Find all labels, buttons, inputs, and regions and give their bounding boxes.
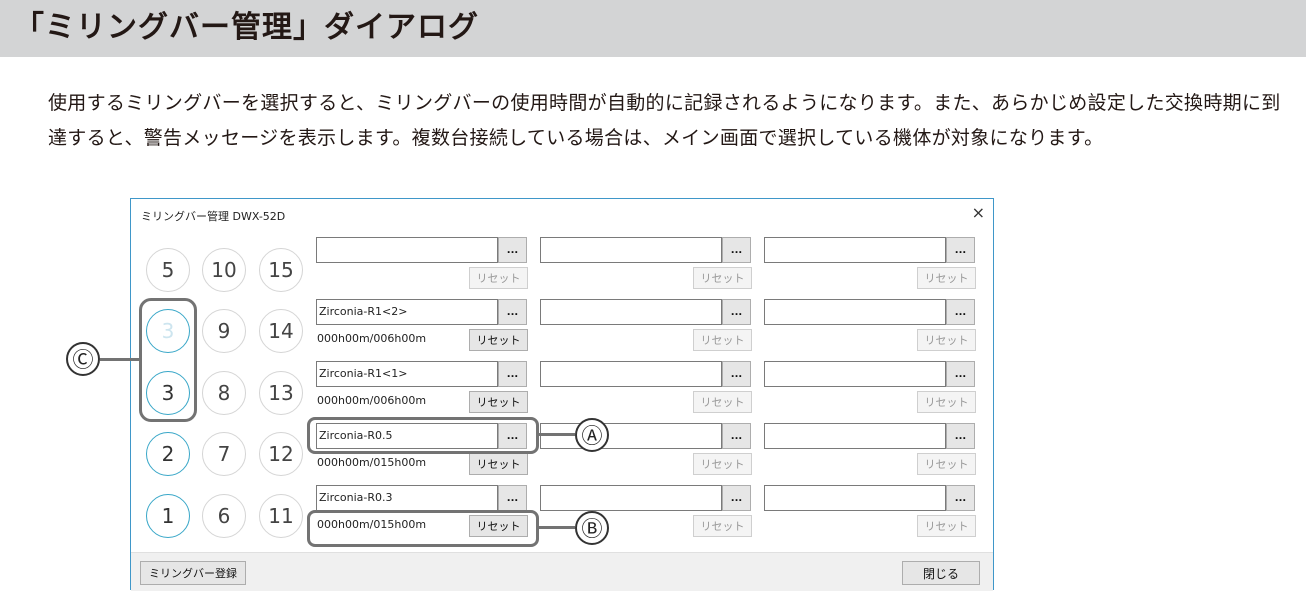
slot-circle[interactable]: 11: [259, 494, 303, 538]
browse-button[interactable]: ...: [498, 237, 527, 263]
close-icon[interactable]: ×: [971, 203, 985, 222]
dialog-footer: ミリングバー登録 閉じる: [131, 552, 993, 591]
browse-button[interactable]: ...: [722, 299, 751, 325]
browse-button[interactable]: ...: [498, 485, 527, 511]
milling-bar-name-field[interactable]: Zirconia-R1<1>: [316, 361, 498, 387]
slot-circle[interactable]: 8: [202, 371, 246, 415]
usage-time-text: 000h00m/015h00m: [317, 518, 427, 531]
reset-button[interactable]: リセット: [917, 453, 976, 475]
reset-button[interactable]: リセット: [917, 515, 976, 537]
browse-button[interactable]: ...: [946, 299, 975, 325]
browse-button[interactable]: ...: [498, 361, 527, 387]
milling-bar-name-field[interactable]: [316, 237, 498, 263]
slot-circle[interactable]: 10: [202, 248, 246, 292]
reset-button[interactable]: リセット: [469, 453, 528, 475]
browse-button[interactable]: ...: [722, 237, 751, 263]
reset-button[interactable]: リセット: [917, 267, 976, 289]
browse-button[interactable]: ...: [722, 423, 751, 449]
browse-button[interactable]: ...: [498, 423, 527, 449]
browse-button[interactable]: ...: [722, 485, 751, 511]
browse-button[interactable]: ...: [722, 361, 751, 387]
milling-bar-name-field[interactable]: [540, 423, 722, 449]
section-heading-bar: 「ミリングバー管理」ダイアログ: [0, 0, 1306, 57]
slot-circle[interactable]: 13: [259, 371, 303, 415]
milling-bar-name-field[interactable]: [540, 361, 722, 387]
description-text: 使用するミリングバーを選択すると、ミリングバーの使用時間が自動的に記録されるよう…: [48, 92, 1281, 149]
section-heading: 「ミリングバー管理」ダイアログ: [14, 10, 479, 45]
milling-bar-name-field[interactable]: [540, 237, 722, 263]
reset-button[interactable]: リセット: [469, 329, 528, 351]
milling-bar-name-field[interactable]: [764, 361, 946, 387]
callout-c-label: Ⓒ: [66, 342, 100, 376]
slot-circle[interactable]: 9: [202, 309, 246, 353]
callout-b-label: Ⓑ: [575, 511, 609, 545]
browse-button[interactable]: ...: [946, 423, 975, 449]
slot-circle[interactable]: 7: [202, 432, 246, 476]
usage-time-text: 000h00m/015h00m: [317, 456, 427, 469]
slot-circle[interactable]: 12: [259, 432, 303, 476]
reset-button[interactable]: リセット: [693, 391, 752, 413]
register-milling-bar-button[interactable]: ミリングバー登録: [140, 561, 246, 585]
slot-circle[interactable]: 2: [146, 432, 190, 476]
callout-b-line: [539, 526, 575, 529]
slot-circle[interactable]: 1: [146, 494, 190, 538]
browse-button[interactable]: ...: [946, 361, 975, 387]
dialog-title: ミリングバー管理 DWX-52D: [141, 210, 286, 223]
slot-circle[interactable]: 14: [259, 309, 303, 353]
slot-circle[interactable]: 3: [146, 309, 190, 353]
callout-a-line: [539, 433, 575, 436]
slot-circle[interactable]: 3: [146, 371, 190, 415]
reset-button[interactable]: リセット: [469, 515, 528, 537]
reset-button[interactable]: リセット: [693, 515, 752, 537]
slot-circle[interactable]: 5: [146, 248, 190, 292]
reset-button[interactable]: リセット: [693, 329, 752, 351]
reset-button[interactable]: リセット: [917, 391, 976, 413]
reset-button[interactable]: リセット: [693, 453, 752, 475]
milling-bar-name-field[interactable]: [764, 485, 946, 511]
usage-time-text: 000h00m/006h00m: [317, 332, 427, 345]
slot-circle[interactable]: 6: [202, 494, 246, 538]
callout-c-line: [100, 358, 139, 361]
milling-bar-name-field[interactable]: Zirconia-R0.5: [316, 423, 498, 449]
callout-a-box: [307, 417, 539, 454]
reset-button[interactable]: リセット: [469, 267, 528, 289]
reset-button[interactable]: リセット: [693, 267, 752, 289]
reset-button[interactable]: リセット: [469, 391, 528, 413]
milling-bar-name-field[interactable]: Zirconia-R1<2>: [316, 299, 498, 325]
browse-button[interactable]: ...: [498, 299, 527, 325]
callout-a-label: Ⓐ: [575, 418, 609, 452]
milling-bar-name-field[interactable]: [540, 485, 722, 511]
milling-bar-name-field[interactable]: [764, 299, 946, 325]
reset-button[interactable]: リセット: [917, 329, 976, 351]
browse-button[interactable]: ...: [946, 485, 975, 511]
milling-bar-name-field[interactable]: Zirconia-R0.3: [316, 485, 498, 511]
slot-circle[interactable]: 15: [259, 248, 303, 292]
milling-bar-name-field[interactable]: [540, 299, 722, 325]
callout-c-box: [139, 298, 197, 422]
usage-time-text: 000h00m/006h00m: [317, 394, 427, 407]
callout-b-box: [307, 510, 539, 547]
milling-bar-name-field[interactable]: [764, 237, 946, 263]
browse-button[interactable]: ...: [946, 237, 975, 263]
close-button[interactable]: 閉じる: [902, 561, 980, 585]
milling-bar-name-field[interactable]: [764, 423, 946, 449]
